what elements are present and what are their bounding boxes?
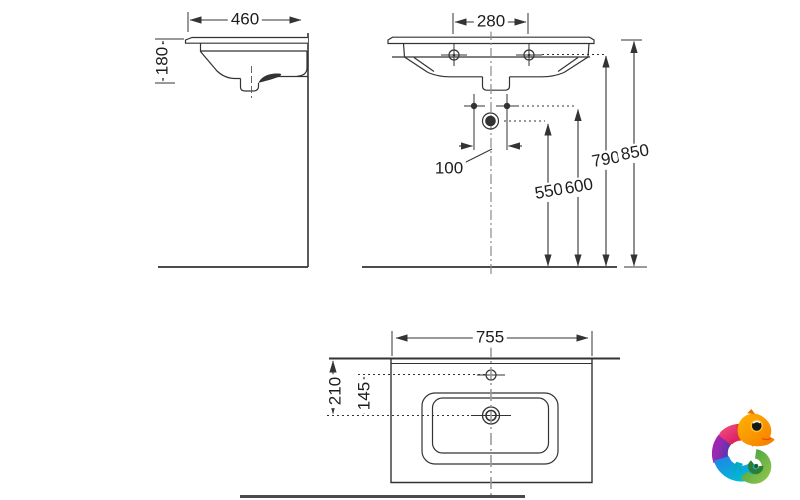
basin-outline-outer	[421, 392, 559, 465]
chameleon-logo-icon	[711, 409, 775, 484]
top-view-drawing	[327, 331, 620, 497]
dim-145-label: 145	[355, 378, 375, 414]
front-view-drawing	[362, 13, 647, 277]
dim-280-label: 280	[473, 12, 509, 32]
dim-180-label: 180	[153, 43, 173, 79]
dim-755-label: 755	[472, 328, 508, 348]
bottom-border-line	[240, 495, 525, 498]
side-view-drawing	[155, 12, 309, 268]
dim-460-label: 460	[227, 10, 263, 30]
drain-front	[481, 112, 500, 130]
dim-210-label: 210	[326, 373, 346, 409]
dim-100-label: 100	[431, 159, 467, 179]
